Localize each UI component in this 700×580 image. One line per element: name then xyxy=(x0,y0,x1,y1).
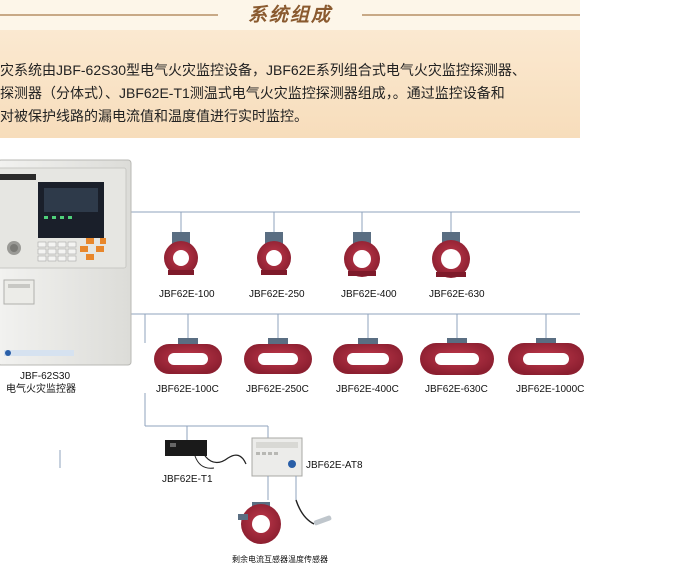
label-jbf62e-250c: JBF62E-250C xyxy=(246,384,309,395)
controller-name: 电气火灾监控器 xyxy=(6,382,76,395)
row2-sensors: JBF62E-100C JBF62E-250C JBF62E-400C JBF6… xyxy=(154,338,584,395)
intro-line-2: 探测器（分体式）、JBF62E-T1测温式电气火灾监控探测器组成，。通过监控设备… xyxy=(0,85,505,101)
row1-sensors: JBF62E-100 JBF62E-250 JBF62E-400 JBF62E-… xyxy=(159,232,485,300)
temperature-sensor: 温度传感器 xyxy=(288,499,332,564)
label-jbf62e-at8: JBF62E-AT8 xyxy=(306,460,363,471)
residual-current-transformer: 剩余电流互感器 xyxy=(232,502,288,564)
controller-model: JBF-62S30 xyxy=(20,371,70,382)
intro-line-3: 对被保护线路的漏电流值和温度值进行实时监控。 xyxy=(0,108,308,124)
sensor-jbf62e-250 xyxy=(257,232,291,275)
label-jbf62e-100: JBF62E-100 xyxy=(159,289,215,300)
label-jbf62e-630c: JBF62E-630C xyxy=(425,384,488,395)
label-jbf62e-100c: JBF62E-100C xyxy=(156,384,219,395)
label-jbf62e-1000c: JBF62E-1000C xyxy=(516,384,584,395)
intro-panel: 灾系统由JBF-62S30型电气火灾监控设备，JBF62E系列组合式电气火灾监控… xyxy=(0,30,580,138)
label-temperature-sensor: 温度传感器 xyxy=(288,554,328,564)
intro-line-1: 灾系统由JBF-62S30型电气火灾监控设备，JBF62E系列组合式电气火灾监控… xyxy=(0,62,526,78)
section-header: 系统组成 xyxy=(0,0,580,30)
sensor-jbf62e-400 xyxy=(344,232,380,277)
controller-cabinet xyxy=(0,159,132,366)
label-current-transformer: 剩余电流互感器 xyxy=(232,554,288,564)
sensor-jbf62e-1000c xyxy=(508,338,584,375)
sensor-jbf62e-400c xyxy=(333,338,403,374)
t1-module: JBF62E-T1 xyxy=(162,440,247,485)
label-jbf62e-400c: JBF62E-400C xyxy=(336,384,399,395)
at8-module: JBF62E-AT8 xyxy=(251,437,363,500)
label-jbf62e-t1: JBF62E-T1 xyxy=(162,474,213,485)
sensor-jbf62e-100c xyxy=(154,338,222,374)
header-rule-right xyxy=(362,14,580,16)
sensor-jbf62e-630c xyxy=(420,338,494,375)
section-title: 系统组成 xyxy=(247,4,332,26)
label-jbf62e-400: JBF62E-400 xyxy=(341,289,397,300)
system-diagram: JBF62E-100 JBF62E-250 JBF62E-400 JBF62E-… xyxy=(0,159,584,564)
connection-lines xyxy=(59,211,580,468)
sensor-jbf62e-100 xyxy=(164,232,198,275)
intro-text: 灾系统由JBF-62S30型电气火灾监控设备，JBF62E系列组合式电气火灾监控… xyxy=(0,59,700,128)
header-rule-left xyxy=(0,14,218,16)
sensor-jbf62e-250c xyxy=(244,338,312,374)
label-jbf62e-250: JBF62E-250 xyxy=(249,289,305,300)
sensor-jbf62e-630 xyxy=(432,232,470,278)
label-jbf62e-630: JBF62E-630 xyxy=(429,289,485,300)
